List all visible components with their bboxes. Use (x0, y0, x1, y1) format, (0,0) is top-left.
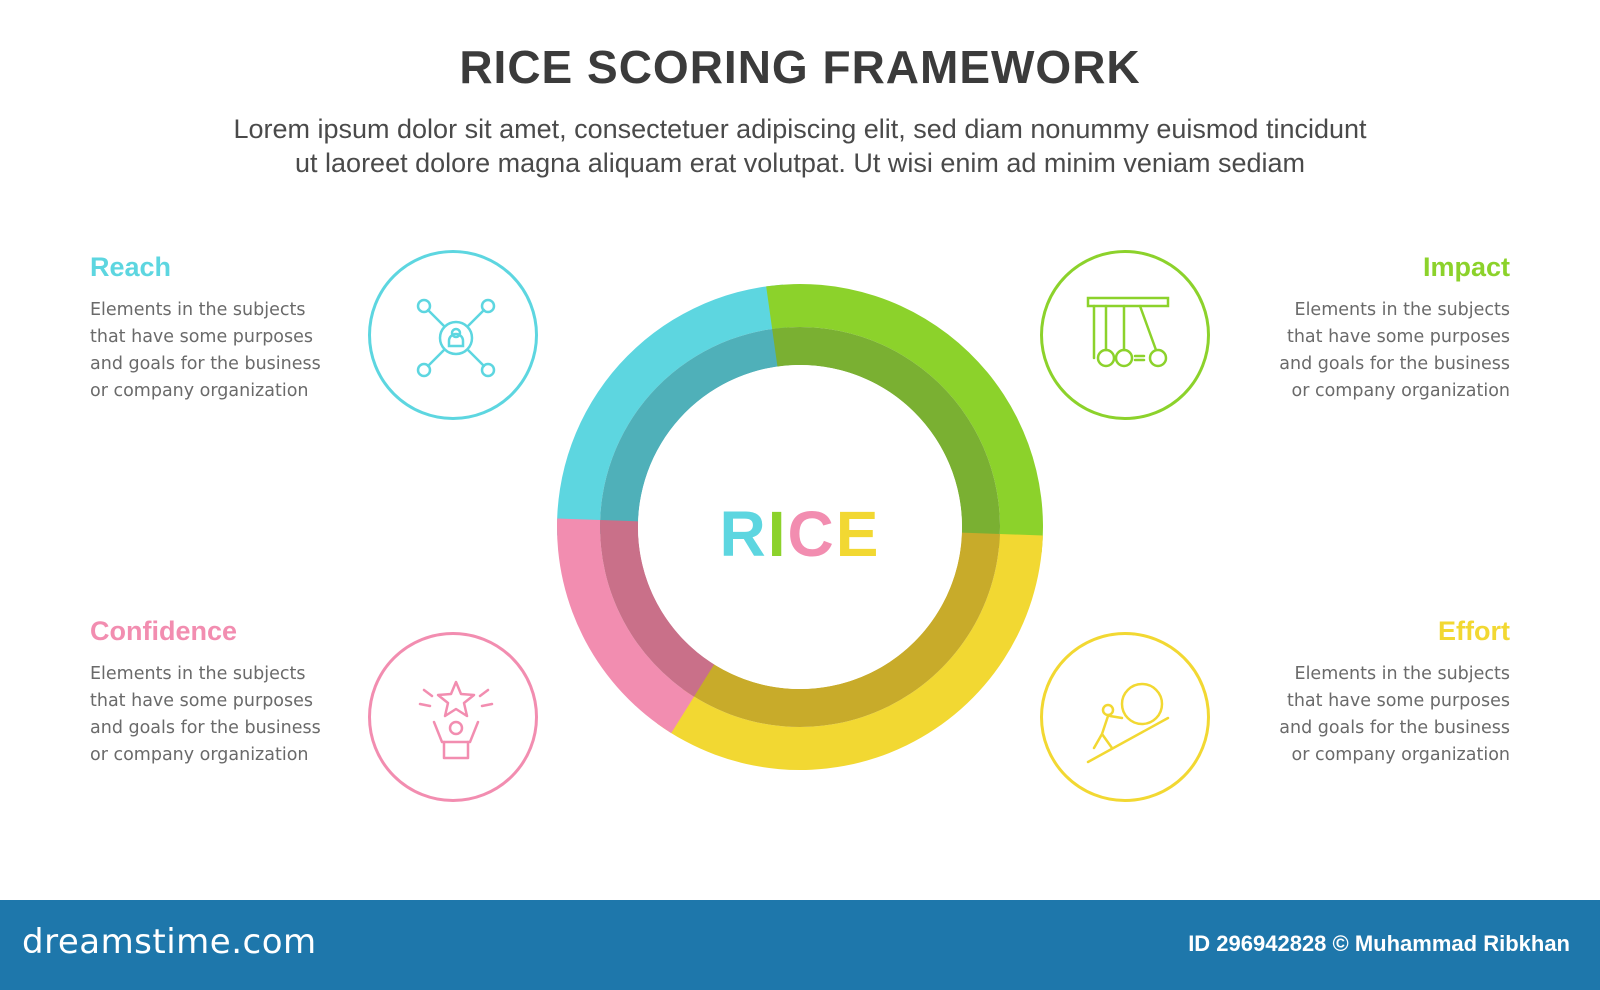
impact-line-4: or company organization (1291, 381, 1511, 401)
confidence-icon-circle (368, 632, 538, 802)
ring-segment-effort-inner (682, 532, 1000, 727)
confidence-line-4: or company organization (90, 745, 309, 765)
center-letter-r: R (719, 498, 768, 570)
confidence-block: Confidence Elements in the subjects that… (90, 616, 350, 769)
reach-block: Reach Elements in the subjects that have… (90, 252, 350, 405)
ring-segment-reach-outer (557, 284, 787, 536)
impact-title: Impact (1422, 252, 1510, 282)
ring-center-hole (638, 365, 962, 689)
ring-segment-effort-outer (657, 533, 1043, 770)
ring-segment-impact-outer (766, 284, 1043, 553)
push-boulder-icon (1086, 682, 1170, 764)
impact-line-1: Elements in the subjects (1294, 300, 1510, 320)
reach-line-4: or company organization (90, 381, 309, 401)
network-user-icon (416, 298, 496, 378)
confidence-title: Confidence (90, 616, 238, 646)
newtons-cradle-icon (1086, 296, 1170, 368)
center-letter-e: E (835, 498, 881, 570)
reach-line-2: that have some purposes (90, 327, 314, 347)
impact-description: Elements in the subjects that have some … (1250, 297, 1510, 405)
center-rice-word: RICE (700, 497, 900, 571)
reach-icon-circle (368, 250, 538, 420)
impact-icon-circle (1040, 250, 1210, 420)
confidence-line-1: Elements in the subjects (90, 664, 306, 684)
effort-line-1: Elements in the subjects (1294, 664, 1510, 684)
confidence-description: Elements in the subjects that have some … (90, 661, 350, 769)
reach-title: Reach (90, 252, 172, 282)
subtitle-line-2: ut laoreet dolore magna aliquam erat vol… (295, 148, 1305, 178)
effort-line-3: and goals for the business (1279, 718, 1510, 738)
page-title: RICE SCORING FRAMEWORK (459, 41, 1141, 93)
footer-logo: dreamstime.com (22, 922, 317, 962)
ring-segment-confidence-inner (599, 520, 715, 697)
effort-title: Effort (1438, 616, 1510, 646)
confidence-line-2: that have some purposes (90, 691, 314, 711)
subtitle-line-1: Lorem ipsum dolor sit amet, consectetuer… (233, 114, 1367, 144)
footer-id-text: ID 296942828 © Muhammad Ribkhan (1188, 931, 1570, 956)
effort-description: Elements in the subjects that have some … (1250, 661, 1510, 769)
effort-line-4: or company organization (1291, 745, 1511, 765)
person-star-icon (418, 680, 494, 760)
ring-segment-confidence-outer (556, 518, 695, 734)
center-letter-i: I (767, 498, 788, 570)
page-subtitle: Lorem ipsum dolor sit amet, consectetuer… (100, 112, 1500, 180)
ring-segment-reach-inner (599, 327, 789, 534)
reach-line-1: Elements in the subjects (90, 300, 306, 320)
impact-line-2: that have some purposes (1286, 327, 1510, 347)
reach-description: Elements in the subjects that have some … (90, 297, 350, 405)
impact-block: Impact Elements in the subjects that hav… (1250, 252, 1510, 405)
center-letter-c: C (787, 498, 836, 570)
footer-bar: dreamstime.com ID 296942828 © Muhammad R… (0, 900, 1600, 990)
reach-line-3: and goals for the business (90, 354, 321, 374)
effort-icon-circle (1040, 632, 1210, 802)
effort-block: Effort Elements in the subjects that hav… (1250, 616, 1510, 769)
ring-segment-impact-inner (772, 327, 1000, 548)
confidence-line-3: and goals for the business (90, 718, 321, 738)
impact-line-3: and goals for the business (1279, 354, 1510, 374)
effort-line-2: that have some purposes (1286, 691, 1510, 711)
